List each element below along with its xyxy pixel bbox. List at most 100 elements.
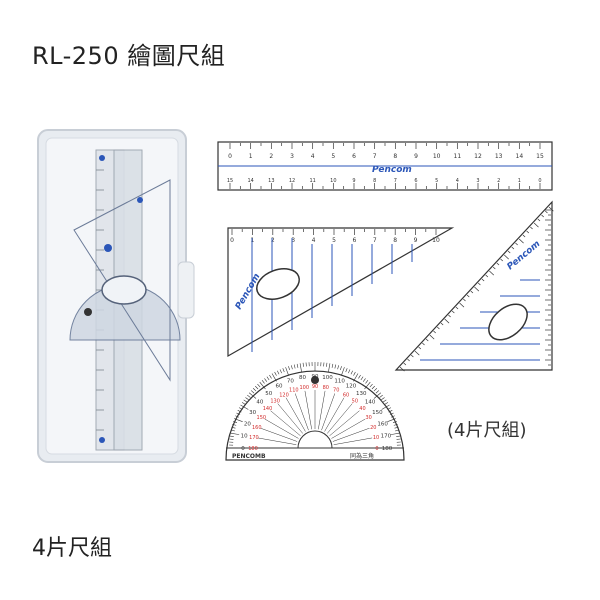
protractor-tick xyxy=(274,371,277,376)
protractor-tick xyxy=(390,415,395,418)
protractor-ray xyxy=(333,437,373,445)
ruler-bottom-number: 0 xyxy=(538,178,541,184)
protractor-tick xyxy=(369,383,373,388)
triangle-45-number: 4 xyxy=(312,237,316,244)
triangle-45-number: 3 xyxy=(291,237,295,244)
protractor-inner-number: 180 xyxy=(248,446,258,452)
protractor-tick xyxy=(375,390,380,394)
protractor-ray xyxy=(294,393,309,431)
protractor-inner-number: 40 xyxy=(359,406,365,412)
ruler-top-number: 9 xyxy=(414,153,418,160)
ruler-bottom-number: 12 xyxy=(289,178,295,184)
triangle-30-60-tick xyxy=(440,322,444,326)
protractor-tick xyxy=(264,378,268,382)
ruler-brand-label: Pencom xyxy=(372,165,412,175)
protractor-tick xyxy=(337,365,339,370)
protractor-outer-number: 120 xyxy=(346,384,357,390)
triangle-30-60-tick xyxy=(414,350,420,356)
ruler-top-number: 15 xyxy=(536,153,544,160)
triangle-45-number: 2 xyxy=(271,237,275,244)
protractor-outer-number: 140 xyxy=(365,400,376,406)
protractor-ray xyxy=(285,397,306,432)
triangle-30-60-tick xyxy=(500,258,504,262)
protractor-ray xyxy=(270,410,301,436)
triangle-30-60-tick xyxy=(459,302,465,308)
protractor-inner-number: 80 xyxy=(323,385,329,391)
protractor-tick xyxy=(235,415,240,418)
protractor-tick xyxy=(229,435,234,437)
protractor-tick xyxy=(390,432,400,435)
protractor-tick xyxy=(340,366,342,371)
protractor-tick xyxy=(387,407,392,410)
triangle-30-60-tick xyxy=(422,342,425,346)
protractor-tick xyxy=(393,424,398,426)
protractor-outer-number: 100 xyxy=(322,375,333,381)
protractor-tick xyxy=(271,373,277,382)
protractor-tick xyxy=(299,363,302,373)
protractor-inner-number: 60 xyxy=(343,392,349,398)
protractor-tick xyxy=(259,381,266,390)
triangle-30-60-tick xyxy=(399,366,405,372)
triangle-30-60-tick xyxy=(485,274,489,278)
protractor-tick xyxy=(379,394,383,398)
protractor-outer-number: 60 xyxy=(276,384,283,390)
protractor-tick xyxy=(396,435,401,437)
triangle-30-60-tick xyxy=(511,246,515,250)
protractor-inner-number: 140 xyxy=(263,406,273,412)
protractor-tick xyxy=(348,369,351,374)
protractor-ray xyxy=(260,427,298,442)
protractor-tick xyxy=(252,388,257,392)
protractor-tick xyxy=(381,404,390,410)
triangle-30-60-tick xyxy=(481,278,485,282)
triangle-30-60-tick xyxy=(451,310,455,314)
protractor-ray xyxy=(277,403,303,434)
ruler-bottom-number: 11 xyxy=(309,178,315,184)
protractor-tick xyxy=(373,388,378,392)
ruler-top-number: 14 xyxy=(516,153,524,160)
triangle-45-number: 8 xyxy=(393,237,397,244)
triangle-30-60-tick xyxy=(470,290,474,294)
protractor-inner-number: 150 xyxy=(257,415,267,421)
protractor-tick xyxy=(387,418,396,422)
triangle-30-60-tick xyxy=(455,306,459,310)
protractor-outer-number: 20 xyxy=(244,421,251,427)
protractor-tick xyxy=(296,363,299,368)
protractor-tick xyxy=(362,378,366,382)
protractor-outer-number: 40 xyxy=(256,400,263,406)
ruler-bottom-number: 8 xyxy=(373,178,376,184)
triangle-45-number: 0 xyxy=(230,237,234,244)
ruler-top-number: 10 xyxy=(433,153,441,160)
triangle-30-60-tick xyxy=(407,358,410,362)
protractor-tick xyxy=(250,390,255,394)
protractor-inner-number: 10 xyxy=(373,435,379,441)
protractor-ray xyxy=(321,393,336,431)
triangle-30-60-tick xyxy=(466,294,470,298)
triangle-45-number: 5 xyxy=(332,237,336,244)
triangle-30-60-tick xyxy=(489,270,495,276)
protractor-ray xyxy=(257,437,297,445)
protractor-outer-number: 10 xyxy=(241,433,248,439)
triangle-30-60-tick xyxy=(504,254,509,260)
protractor-tick xyxy=(394,426,399,429)
ruler-bottom-number: 6 xyxy=(414,178,417,184)
ruler-top-number: 11 xyxy=(454,153,462,160)
triangle-30-60-tick xyxy=(444,318,450,324)
protractor-outer-number: 150 xyxy=(372,410,383,416)
triangle-30-60-tick xyxy=(437,326,440,330)
protractor-inner-number: 70 xyxy=(333,388,339,394)
protractor-tick xyxy=(255,385,259,390)
protractor-tick xyxy=(293,364,296,369)
ruler-top-number: 2 xyxy=(269,153,273,160)
protractor-outer-number: 50 xyxy=(265,391,272,397)
triangle-30-60-tick xyxy=(537,218,541,222)
protractor-outer-number: 170 xyxy=(381,433,392,439)
protractor-tick xyxy=(302,362,304,367)
protractor-tick xyxy=(364,381,371,390)
protractor-tick xyxy=(395,429,400,432)
page-subtitle: 4片尺組 xyxy=(32,536,112,561)
protractor-tick xyxy=(230,432,240,435)
protractor-tick xyxy=(382,399,387,403)
ruler-top-number: 7 xyxy=(373,153,377,160)
